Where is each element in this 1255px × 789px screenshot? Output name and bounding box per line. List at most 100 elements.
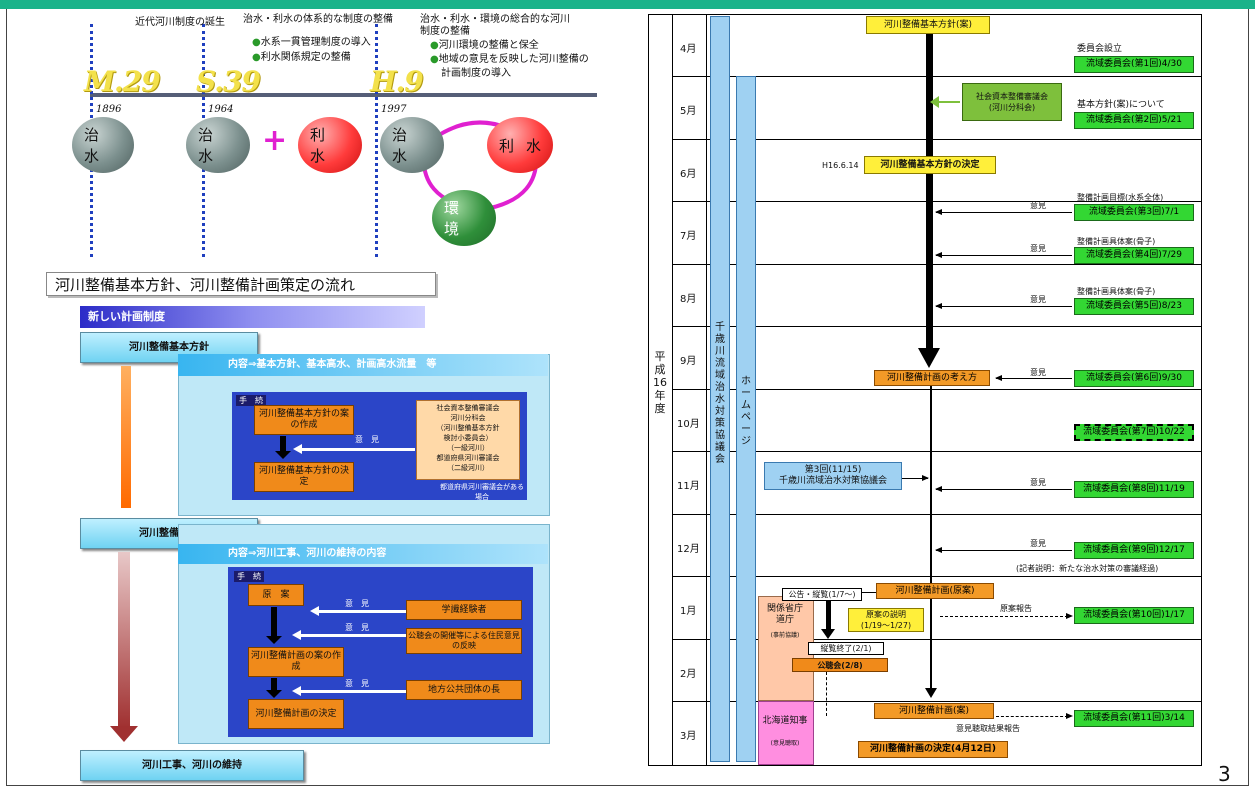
committee-7: 流域委員会(第7回)10/22 [1074, 424, 1194, 441]
kankyo-circle: 環境 [432, 190, 496, 246]
kokoku-box: 公告・縦覧(1/7〜) [782, 588, 862, 601]
era3-caption-2: 制度の整備 [420, 26, 470, 37]
bullet-icon: ● [430, 54, 439, 65]
iken-aug: 意見 [1030, 295, 1046, 304]
era2-label: S.39 [196, 65, 261, 98]
homepage-label: ホームページ [741, 376, 751, 447]
row-line [672, 201, 1202, 202]
left-arrow-icon [293, 444, 302, 454]
schedule-table [648, 14, 1202, 766]
month-jan: 1月 [680, 606, 697, 617]
iken-label-3: 意 見 [345, 623, 369, 632]
down-arrow-icon [925, 688, 937, 698]
row-line [672, 326, 1202, 327]
iken-arrow-1 [300, 448, 415, 451]
era3-caption-1: 治水・利水・環境の総合的な河川 [420, 14, 570, 25]
step-b1-box: 河川整備計画の案の作成 [248, 647, 344, 677]
fiscal-year-char: 成 [654, 363, 666, 376]
step-a1-box: 河川整備基本方針の案の作成 [254, 405, 354, 435]
flow-title: 河川整備基本方針、河川整備計画策定の流れ [46, 272, 436, 296]
month-apr: 4月 [680, 44, 697, 55]
row-line [672, 701, 1202, 702]
gen-an-box: 原 案 [248, 584, 304, 606]
chiji-box [758, 701, 814, 765]
kochokai-dash [826, 672, 827, 716]
right-arrow-icon [1066, 713, 1073, 719]
kankei-box [758, 596, 814, 701]
iken-arrow-3 [300, 634, 408, 637]
kokoku-arrow [826, 601, 831, 631]
council-line: （河川整備基本方針 [436, 424, 500, 432]
era1-year: 1896 [96, 104, 122, 115]
gen-an-connector [862, 592, 876, 593]
chisui-circle-1: 治水 [72, 117, 134, 173]
kihon-an-box: 河川整備基本方針(案) [866, 16, 990, 34]
iken-jul1: 意見 [1030, 201, 1046, 210]
era1-label: M.29 [84, 65, 161, 98]
month-jun: 6月 [680, 169, 697, 180]
step-b2-box: 河川整備計画の決定 [248, 699, 344, 729]
col-divider-2 [706, 14, 707, 766]
iken-label-2: 意 見 [345, 599, 369, 608]
top-accent-bar [0, 0, 1255, 9]
iken-jul2: 意見 [1030, 244, 1046, 253]
committee-4: 流域委員会(第4回)7/29 [1074, 247, 1194, 264]
committee-1: 流域委員会(第1回)4/30 [1074, 56, 1194, 73]
plus-sign: + [262, 123, 288, 158]
council-line: 都道府県河川審議会 [436, 454, 500, 462]
left-arrow-icon [310, 606, 319, 616]
kangaekata-box: 河川整備計画の考え方 [874, 370, 990, 386]
era2-bullet-2: ●利水関係規定の整備 [252, 52, 351, 63]
timeline-axis [90, 93, 597, 97]
row-line [672, 451, 1202, 452]
council-box: 社会資本整備審議会 河川分科会 （河川整備基本方針 検討小委員会） （一級河川）… [416, 400, 520, 480]
right-arrow-icon [1066, 613, 1073, 619]
kochokai-box: 公聴会の開催等による住民意見の反映 [406, 628, 522, 654]
iken-arrow-sep [995, 375, 1072, 381]
kyogikai-label: 千歳川流域治水対策協議会 [715, 322, 725, 465]
flow-line-lower [930, 385, 932, 690]
left-arrow-icon [292, 630, 301, 640]
era3-year: 1997 [381, 104, 407, 115]
red-flow-bar [118, 552, 130, 728]
triangle-connector [421, 120, 539, 213]
iken-arrow-2 [318, 610, 408, 613]
kochokai-box: 公聴会(2/8) [792, 658, 888, 672]
era2-caption: 治水・利水の体系的な制度の整備 [243, 14, 393, 25]
genan-hokoku-label: 原案報告 [1000, 604, 1032, 613]
final-kettei-box: 河川整備計画の決定(4月12日) [858, 741, 1008, 758]
chiho-box: 地方公共団体の長 [406, 680, 522, 700]
iken-arrow-aug [935, 303, 1072, 309]
fiscal-year-char: 度 [654, 402, 666, 415]
era2-year: 1964 [208, 104, 234, 115]
kettei-box: 河川整備基本方針の決定 [864, 156, 996, 174]
council-line: 検討小委員会） [443, 434, 493, 442]
iken-sep: 意見 [1030, 368, 1046, 377]
committee-6: 流域委員会(第6回)9/30 [1074, 370, 1194, 387]
era3-label: H.9 [370, 65, 424, 98]
koji-box: 河川工事、河川の維持 [80, 750, 304, 781]
bullet-icon: ● [252, 52, 261, 63]
council-line: （二級河川） [447, 464, 489, 472]
left-arrow-icon [292, 686, 301, 696]
note-iinkai-setsuritsu: 委員会設立 [1077, 44, 1123, 54]
down-arrow-icon [275, 451, 291, 459]
slide-frame [6, 9, 1249, 786]
month-jul: 7月 [680, 231, 697, 242]
iken-nov: 意見 [1030, 478, 1046, 487]
an-hokoku-arrow [996, 716, 1068, 717]
era2-bullet-1: ●水系一貫管理制度の導入 [252, 37, 371, 48]
content1-header: 内容⇒基本方針、基本高水、計画高水流量 等 [178, 354, 548, 376]
bullet-icon: ● [252, 37, 261, 48]
kettei-date: H16.6.14 [822, 161, 859, 170]
step-a2-box: 河川整備基本方針の決定 [254, 462, 354, 492]
month-dec: 12月 [677, 544, 700, 555]
homepage-bar [736, 76, 756, 762]
council-note: 都道府県河川審議会がある場合 [440, 483, 524, 501]
down-arrow-icon [110, 726, 138, 742]
chisui-circle-3: 治水 [380, 117, 444, 173]
iken-arrow-dec [935, 547, 1072, 553]
council-line: （一級河川） [447, 444, 489, 452]
shakai-box: 社会資本整備審議会 (河川分科会) [962, 83, 1062, 121]
committee-10: 流域委員会(第10回)1/17 [1074, 607, 1194, 624]
